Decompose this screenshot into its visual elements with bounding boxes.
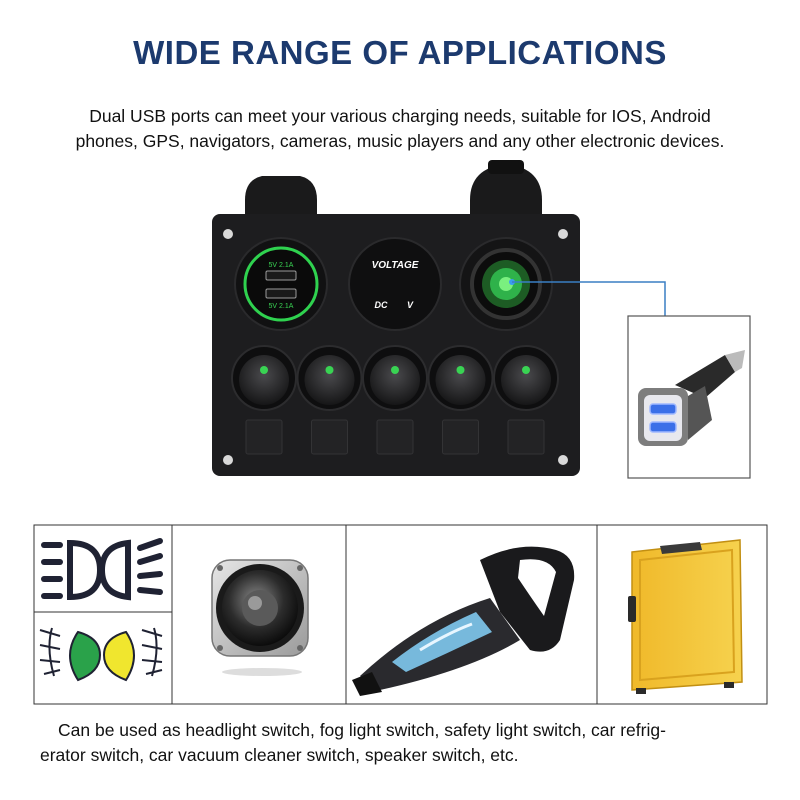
usage-line-1: Can be used as headlight switch, fog lig… (58, 720, 666, 740)
cigarette-socket (459, 237, 553, 331)
socket-cover (470, 164, 542, 216)
rocker-switch-3[interactable] (362, 345, 428, 411)
applications-strip (33, 524, 768, 705)
usb-cover (245, 176, 317, 216)
headlight-icon (41, 538, 163, 601)
switch-panel: 5V 2.1A 5V 2.1A VOLTAGE DC V (212, 160, 670, 476)
voltmeter-v: V (407, 300, 414, 310)
usb-charger: 5V 2.1A 5V 2.1A (234, 237, 328, 331)
switch-label-window (311, 419, 348, 455)
intro-line-1: Dual USB ports can meet your various cha… (89, 106, 711, 126)
rocker-switch-5[interactable] (493, 345, 559, 411)
rocker-switch-2[interactable] (296, 345, 363, 411)
rocker-switches (231, 345, 559, 455)
usb-port-top (265, 270, 297, 281)
usage-text: Can be used as headlight switch, fog lig… (40, 718, 760, 768)
intro-text: Dual USB ports can meet your various cha… (20, 104, 780, 154)
intro-line-2: phones, GPS, navigators, cameras, music … (75, 131, 725, 151)
speaker-image (211, 559, 309, 676)
usb-bottom-label: 5V 2.1A (269, 303, 294, 310)
rocker-switch-4[interactable] (427, 345, 494, 411)
usb-port-bottom (265, 288, 297, 299)
switch-label-window (376, 419, 414, 455)
screw-hole (223, 229, 233, 239)
usage-line-2: erator switch, car vacuum cleaner switch… (40, 745, 519, 765)
screw-hole (558, 229, 568, 239)
car-refrigerator-image (628, 539, 743, 694)
switch-led-icon (522, 366, 530, 374)
screw-hole (223, 455, 233, 465)
switch-led-icon (260, 366, 268, 374)
switch-label-window (442, 419, 479, 455)
switch-label-window (507, 419, 545, 455)
switch-led-icon (325, 366, 334, 374)
car-vacuum-image (352, 546, 575, 696)
voltmeter: VOLTAGE DC V (348, 237, 442, 331)
switch-led-icon (456, 366, 465, 374)
rocker-switch-1[interactable] (231, 345, 297, 411)
fog-light-icon (39, 627, 163, 682)
voltmeter-dc: DC (375, 300, 388, 310)
car-charger-inset (627, 315, 751, 479)
screw-hole (558, 455, 568, 465)
voltmeter-title: VOLTAGE (372, 260, 419, 271)
usb-top-label: 5V 2.1A (269, 262, 294, 269)
switch-led-icon (391, 366, 399, 374)
page-title: WIDE RANGE OF APPLICATIONS (133, 34, 667, 71)
switch-label-window (245, 419, 283, 455)
